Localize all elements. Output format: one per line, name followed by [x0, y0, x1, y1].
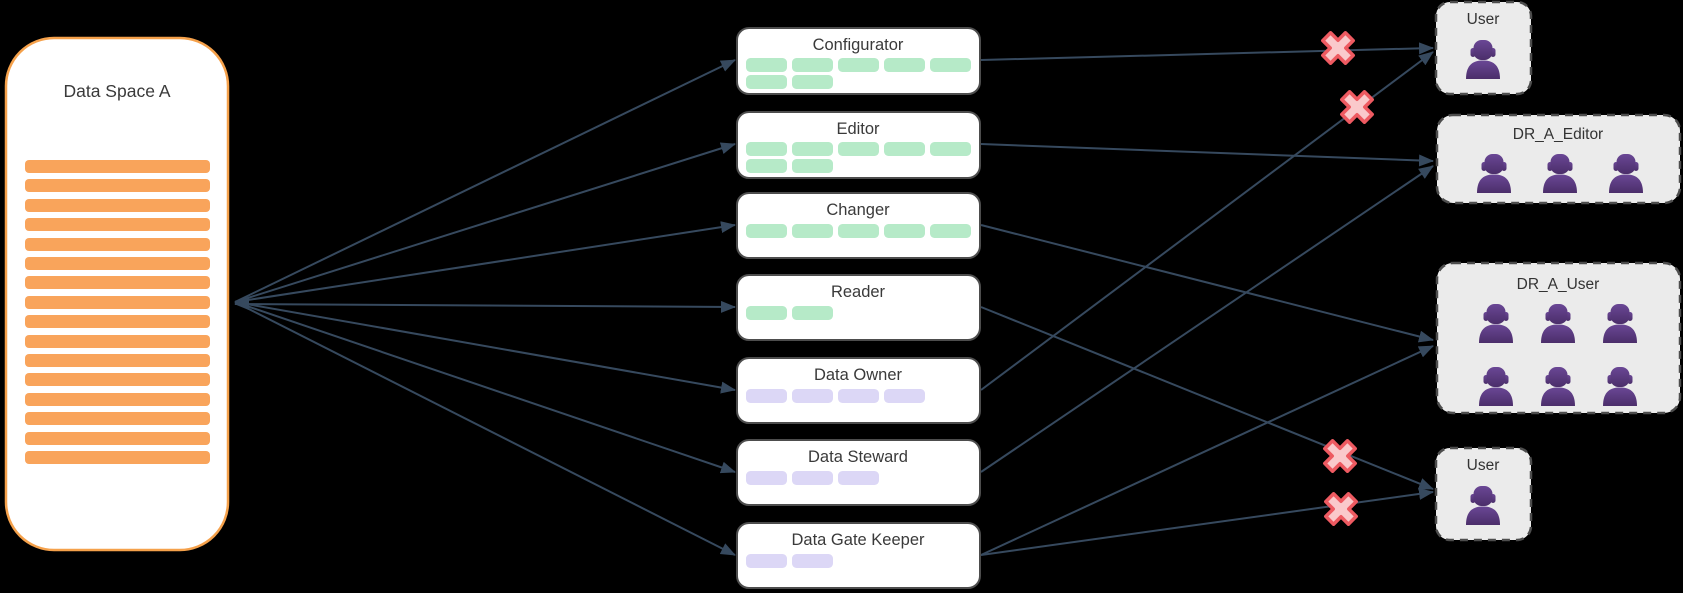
data-bar — [25, 412, 210, 425]
role-node-changer: Changer — [736, 192, 981, 259]
role-label: Reader — [831, 283, 886, 301]
pill — [746, 471, 787, 485]
role-node-reader: Reader — [736, 274, 981, 341]
pill — [884, 389, 925, 403]
space-to-role-edges — [234, 59, 736, 556]
pill — [746, 554, 787, 568]
group-label: User — [1467, 457, 1500, 474]
pill — [930, 224, 971, 238]
group-node-dr-a-editor: DR_A_Editor — [1435, 113, 1682, 205]
edge-editor-dr-a-editor — [980, 143, 1434, 167]
pill — [930, 142, 971, 156]
pill — [930, 58, 971, 72]
group-node-dr-a-user: DR_A_User — [1435, 261, 1682, 415]
pill — [792, 224, 833, 238]
edge-space-changer — [234, 221, 736, 303]
permission-pills — [746, 471, 879, 485]
data-bar — [25, 257, 210, 270]
permission-pills — [746, 306, 833, 320]
pill — [746, 306, 787, 320]
role-node-configurator: Configurator — [736, 27, 981, 95]
pill — [838, 471, 879, 485]
edge-space-data-steward — [234, 301, 736, 474]
role-label: Data Gate Keeper — [792, 531, 926, 549]
permission-pills — [746, 58, 971, 89]
group-label: DR_A_Editor — [1513, 126, 1603, 143]
permission-pills — [746, 554, 833, 568]
data-bar — [25, 199, 210, 212]
edge-space-editor — [234, 142, 736, 303]
data-bar — [25, 315, 210, 328]
data-bar — [25, 218, 210, 231]
pill — [838, 142, 879, 156]
data-bar — [25, 160, 210, 173]
pill — [792, 142, 833, 156]
data-bar — [25, 238, 210, 251]
role-label: Changer — [826, 201, 890, 219]
edge-data-gate-keeper-dr-a-user — [980, 345, 1434, 556]
pill — [884, 58, 925, 72]
permission-pills — [746, 142, 971, 173]
pill — [838, 224, 879, 238]
pill — [884, 142, 925, 156]
pill — [792, 554, 833, 568]
pill — [838, 389, 879, 403]
pill — [792, 159, 833, 173]
edge-space-data-gate-keeper — [234, 301, 736, 556]
permission-pills — [746, 389, 925, 403]
role-box — [736, 522, 981, 589]
role-box — [736, 274, 981, 341]
pill — [746, 159, 787, 173]
pill — [746, 58, 787, 72]
pill — [792, 306, 833, 320]
data-bar — [25, 373, 210, 386]
role-label: Data Steward — [808, 448, 908, 466]
edge-data-steward-dr-a-editor — [980, 165, 1434, 473]
group-node-user-top: User — [1434, 0, 1533, 96]
pill — [838, 58, 879, 72]
role-node-editor: Editor — [736, 111, 981, 179]
data-bar — [25, 179, 210, 192]
role-node-data-steward: Data Steward — [736, 439, 981, 506]
pill — [792, 75, 833, 89]
data-bar — [25, 354, 210, 367]
data-space-box — [4, 36, 230, 552]
pill — [746, 389, 787, 403]
group-label: User — [1467, 11, 1500, 28]
edge-configurator-user-top — [980, 42, 1434, 61]
edge-changer-dr-a-user — [980, 224, 1434, 343]
edge-space-configurator — [234, 59, 736, 303]
permission-pills — [746, 224, 971, 238]
group-label: DR_A_User — [1517, 276, 1600, 293]
data-space-bars — [25, 160, 210, 464]
pill — [792, 58, 833, 72]
data-space-node: Data Space A — [4, 36, 230, 552]
edge-space-reader — [234, 298, 736, 313]
role-label: Data Owner — [814, 366, 903, 384]
data-bar — [25, 432, 210, 445]
pill — [792, 389, 833, 403]
data-bar — [25, 296, 210, 309]
role-node-data-owner: Data Owner — [736, 357, 981, 424]
pill — [746, 75, 787, 89]
role-node-data-gate-keeper: Data Gate Keeper — [736, 522, 981, 589]
role-label: Configurator — [813, 36, 904, 54]
role-label: Editor — [836, 120, 880, 138]
data-bar — [25, 451, 210, 464]
data-bar — [25, 393, 210, 406]
group-node-user-bottom: User — [1434, 446, 1533, 542]
pill — [746, 142, 787, 156]
edge-space-data-owner — [234, 301, 736, 394]
pill — [746, 224, 787, 238]
data-space-label: Data Space A — [63, 81, 170, 101]
data-bar — [25, 276, 210, 289]
edge-reader-user-bottom — [980, 306, 1434, 490]
pill — [884, 224, 925, 238]
pill — [792, 471, 833, 485]
data-bar — [25, 335, 210, 348]
